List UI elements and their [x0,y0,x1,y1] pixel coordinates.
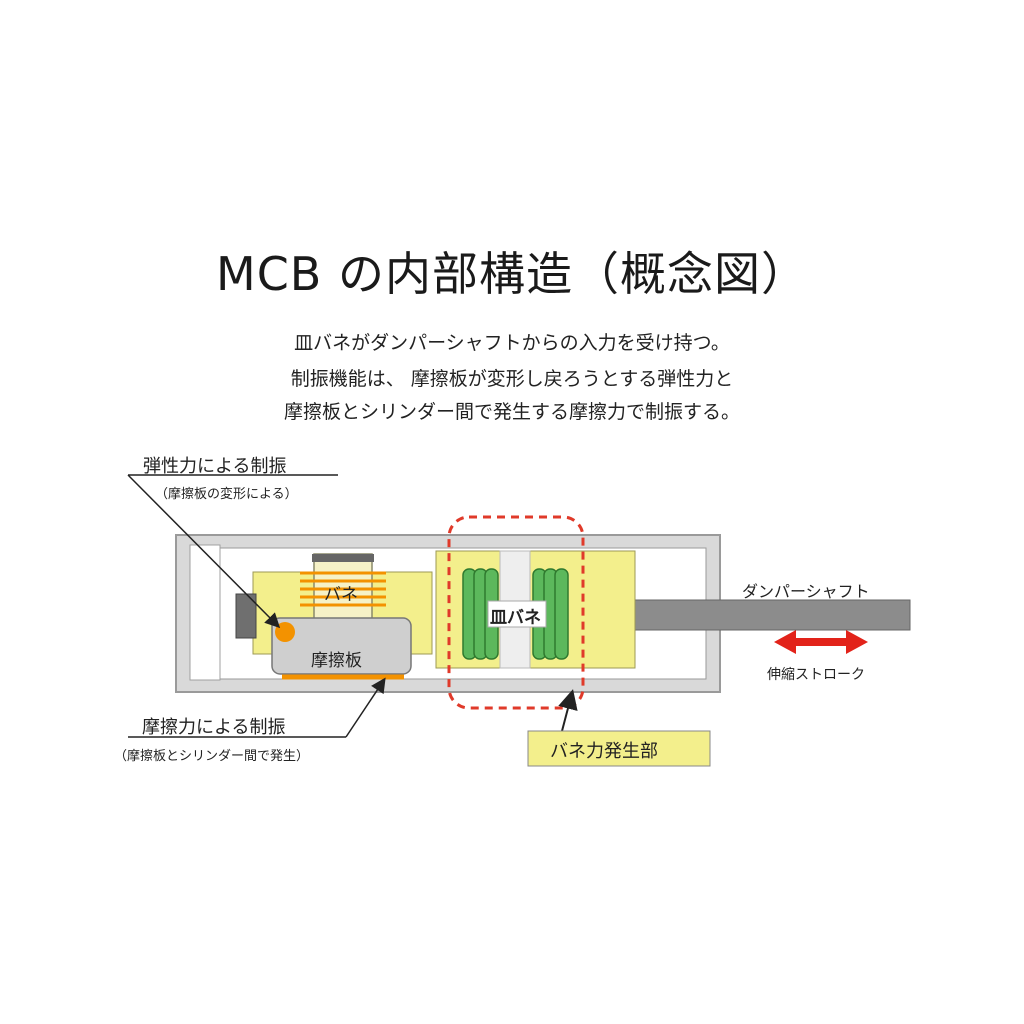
disc-spring-label: 皿バネ [490,608,541,628]
friction-plate-label: 摩擦板 [311,651,362,671]
end-cap [189,544,221,681]
friction-leader [345,677,386,738]
disc-spring-label-bg [487,600,547,628]
friction-damping-sub: （摩擦板とシリンダー間で発生） [114,749,310,764]
spring-force-label: バネ力発生部 [550,741,658,762]
description-line-3: 摩擦板とシリンダー間で発生する摩擦力で制振する。 [283,401,740,423]
spring-coils [300,571,386,607]
stroke-label: 伸縮ストローク [767,667,865,683]
spring-force-label-box [527,730,711,767]
page-title: MCB の内部構造（概念図） [216,247,808,301]
description-line-1: 皿バネがダンパーシャフトからの入力を受け持つ。 [294,332,730,354]
friction-damping-title: 摩擦力による制振 [142,717,286,738]
damper-shaft [582,599,911,631]
spring-force-region [447,515,585,710]
spring-label: バネ [324,585,358,605]
elastic-leader [127,474,281,629]
friction-plate [271,617,412,675]
stroke-arrow [774,630,868,654]
description-line-2: 制振機能は、 摩擦板が変形し戻ろうとする弾性力と [290,368,734,390]
shaft-label: ダンパーシャフト [742,582,870,601]
spring-cap [312,554,374,562]
elastic-damping-sub: （摩擦板の変形による） [155,487,298,502]
elastic-damping-title: 弾性力による制振 [143,456,287,477]
spring-force-leader [558,689,578,732]
disc-springs-left [462,568,499,660]
